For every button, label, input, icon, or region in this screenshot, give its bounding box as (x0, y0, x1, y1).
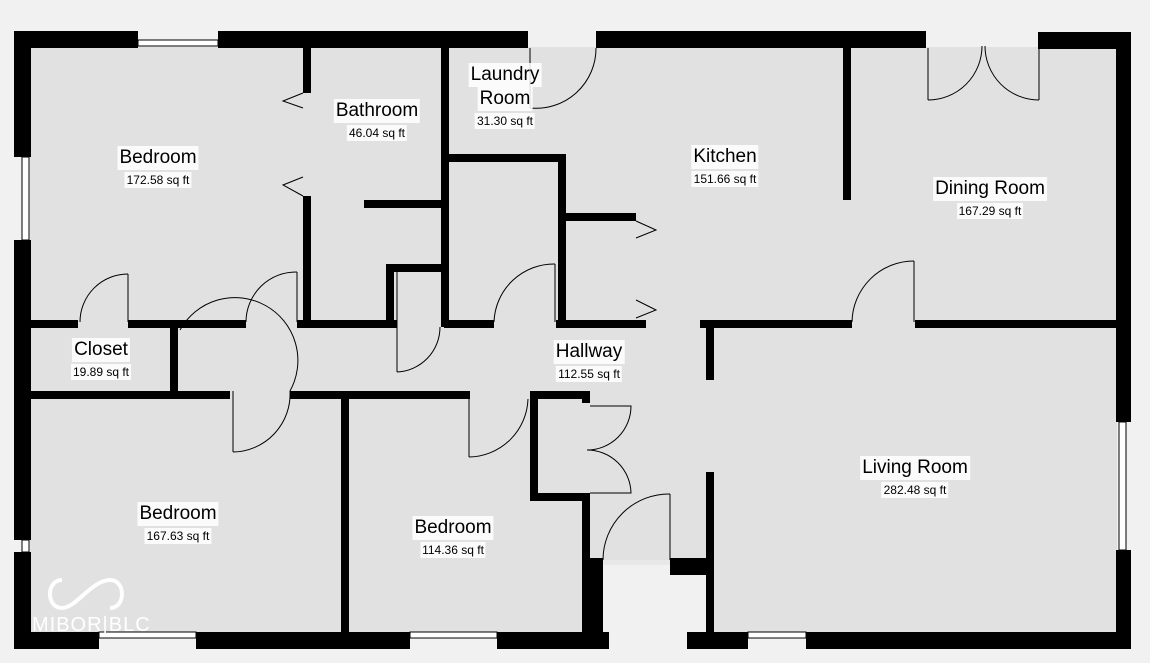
room-label-dining: Dining Room 167.29 sq ft (933, 177, 1047, 219)
watermark-text: MIBOR|BLC (32, 614, 151, 636)
watermark-logo-icon (48, 577, 124, 611)
room-label-living: Living Room 282.48 sq ft (860, 456, 970, 498)
room-label-bedroom-3: Bedroom 114.36 sq ft (412, 516, 494, 558)
room-label-bedroom-2: Bedroom 167.63 sq ft (137, 502, 219, 544)
room-label-closet: Closet 19.89 sq ft (70, 338, 132, 380)
doors (79, 45, 1040, 561)
room-label-bedroom-1: Bedroom 172.58 sq ft (117, 146, 199, 188)
room-label-kitchen: Kitchen 151.66 sq ft (691, 145, 759, 187)
room-label-hallway: Hallway 112.55 sq ft (553, 340, 625, 382)
room-label-bathroom: Bathroom 46.04 sq ft (333, 99, 421, 141)
room-label-laundry: Laundry Room 31.30 sq ft (468, 63, 542, 129)
windows (21, 39, 1127, 639)
walls (14, 31, 1131, 649)
